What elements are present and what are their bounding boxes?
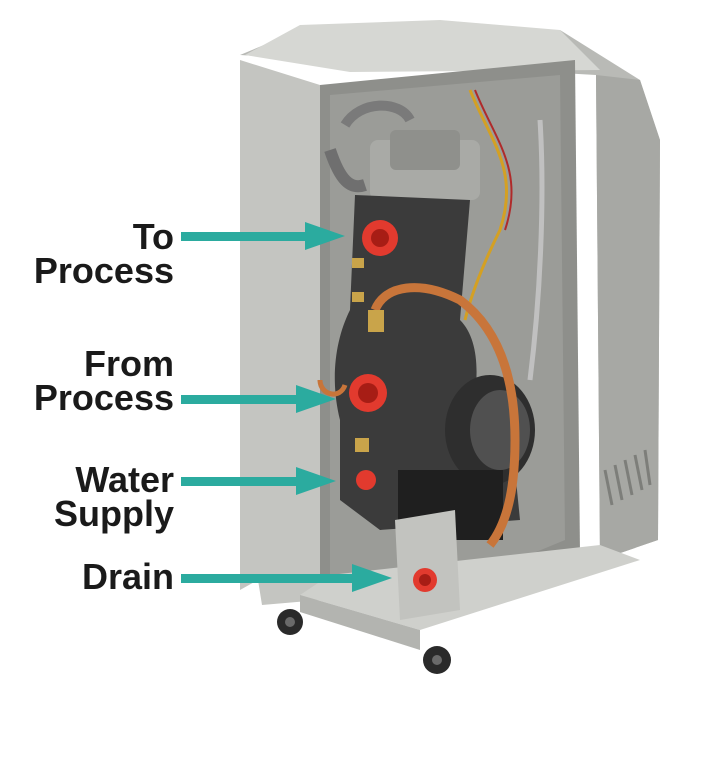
cabinet-side-panel bbox=[596, 75, 660, 560]
copper-pipe bbox=[370, 283, 520, 548]
arrow-to-process bbox=[181, 222, 345, 250]
cabinet-base bbox=[300, 545, 640, 630]
red-wire bbox=[474, 89, 513, 231]
label-from-process: From Process bbox=[10, 343, 174, 418]
heater-terminal-box bbox=[390, 130, 460, 170]
label-from-process-line1: From bbox=[84, 343, 174, 384]
flex-conduit-lower bbox=[324, 148, 367, 193]
label-drain-line1: Drain bbox=[81, 556, 174, 597]
drain-bracket bbox=[395, 510, 460, 620]
arrow-water-supply bbox=[181, 467, 336, 495]
label-water-supply-line2: Supply bbox=[53, 493, 174, 534]
yellow-wire bbox=[463, 89, 509, 321]
flex-conduit bbox=[340, 100, 415, 128]
side-vents bbox=[603, 449, 652, 506]
arrow-from-process bbox=[181, 385, 336, 413]
caster-wheels bbox=[277, 609, 451, 674]
water-supply-port bbox=[356, 470, 376, 490]
label-from-process-line2: Process bbox=[33, 377, 174, 418]
cabinet-left-panel bbox=[240, 60, 320, 605]
arrow-drain bbox=[181, 564, 392, 592]
pump-motor-face bbox=[470, 390, 530, 470]
label-water-supply-line1: Water bbox=[75, 459, 174, 500]
label-drain: Drain bbox=[10, 556, 174, 597]
base-front bbox=[300, 595, 420, 650]
label-to-process-line2: Process bbox=[33, 250, 174, 291]
label-to-process: To Process bbox=[10, 216, 174, 291]
label-water-supply: Water Supply bbox=[10, 459, 174, 534]
grey-cable bbox=[527, 119, 545, 381]
callout-arrows bbox=[181, 222, 392, 592]
label-to-process-line1: To bbox=[132, 216, 174, 257]
cabinet-top bbox=[245, 20, 600, 72]
brass-fittings bbox=[352, 258, 384, 452]
copper-coil bbox=[317, 379, 348, 397]
